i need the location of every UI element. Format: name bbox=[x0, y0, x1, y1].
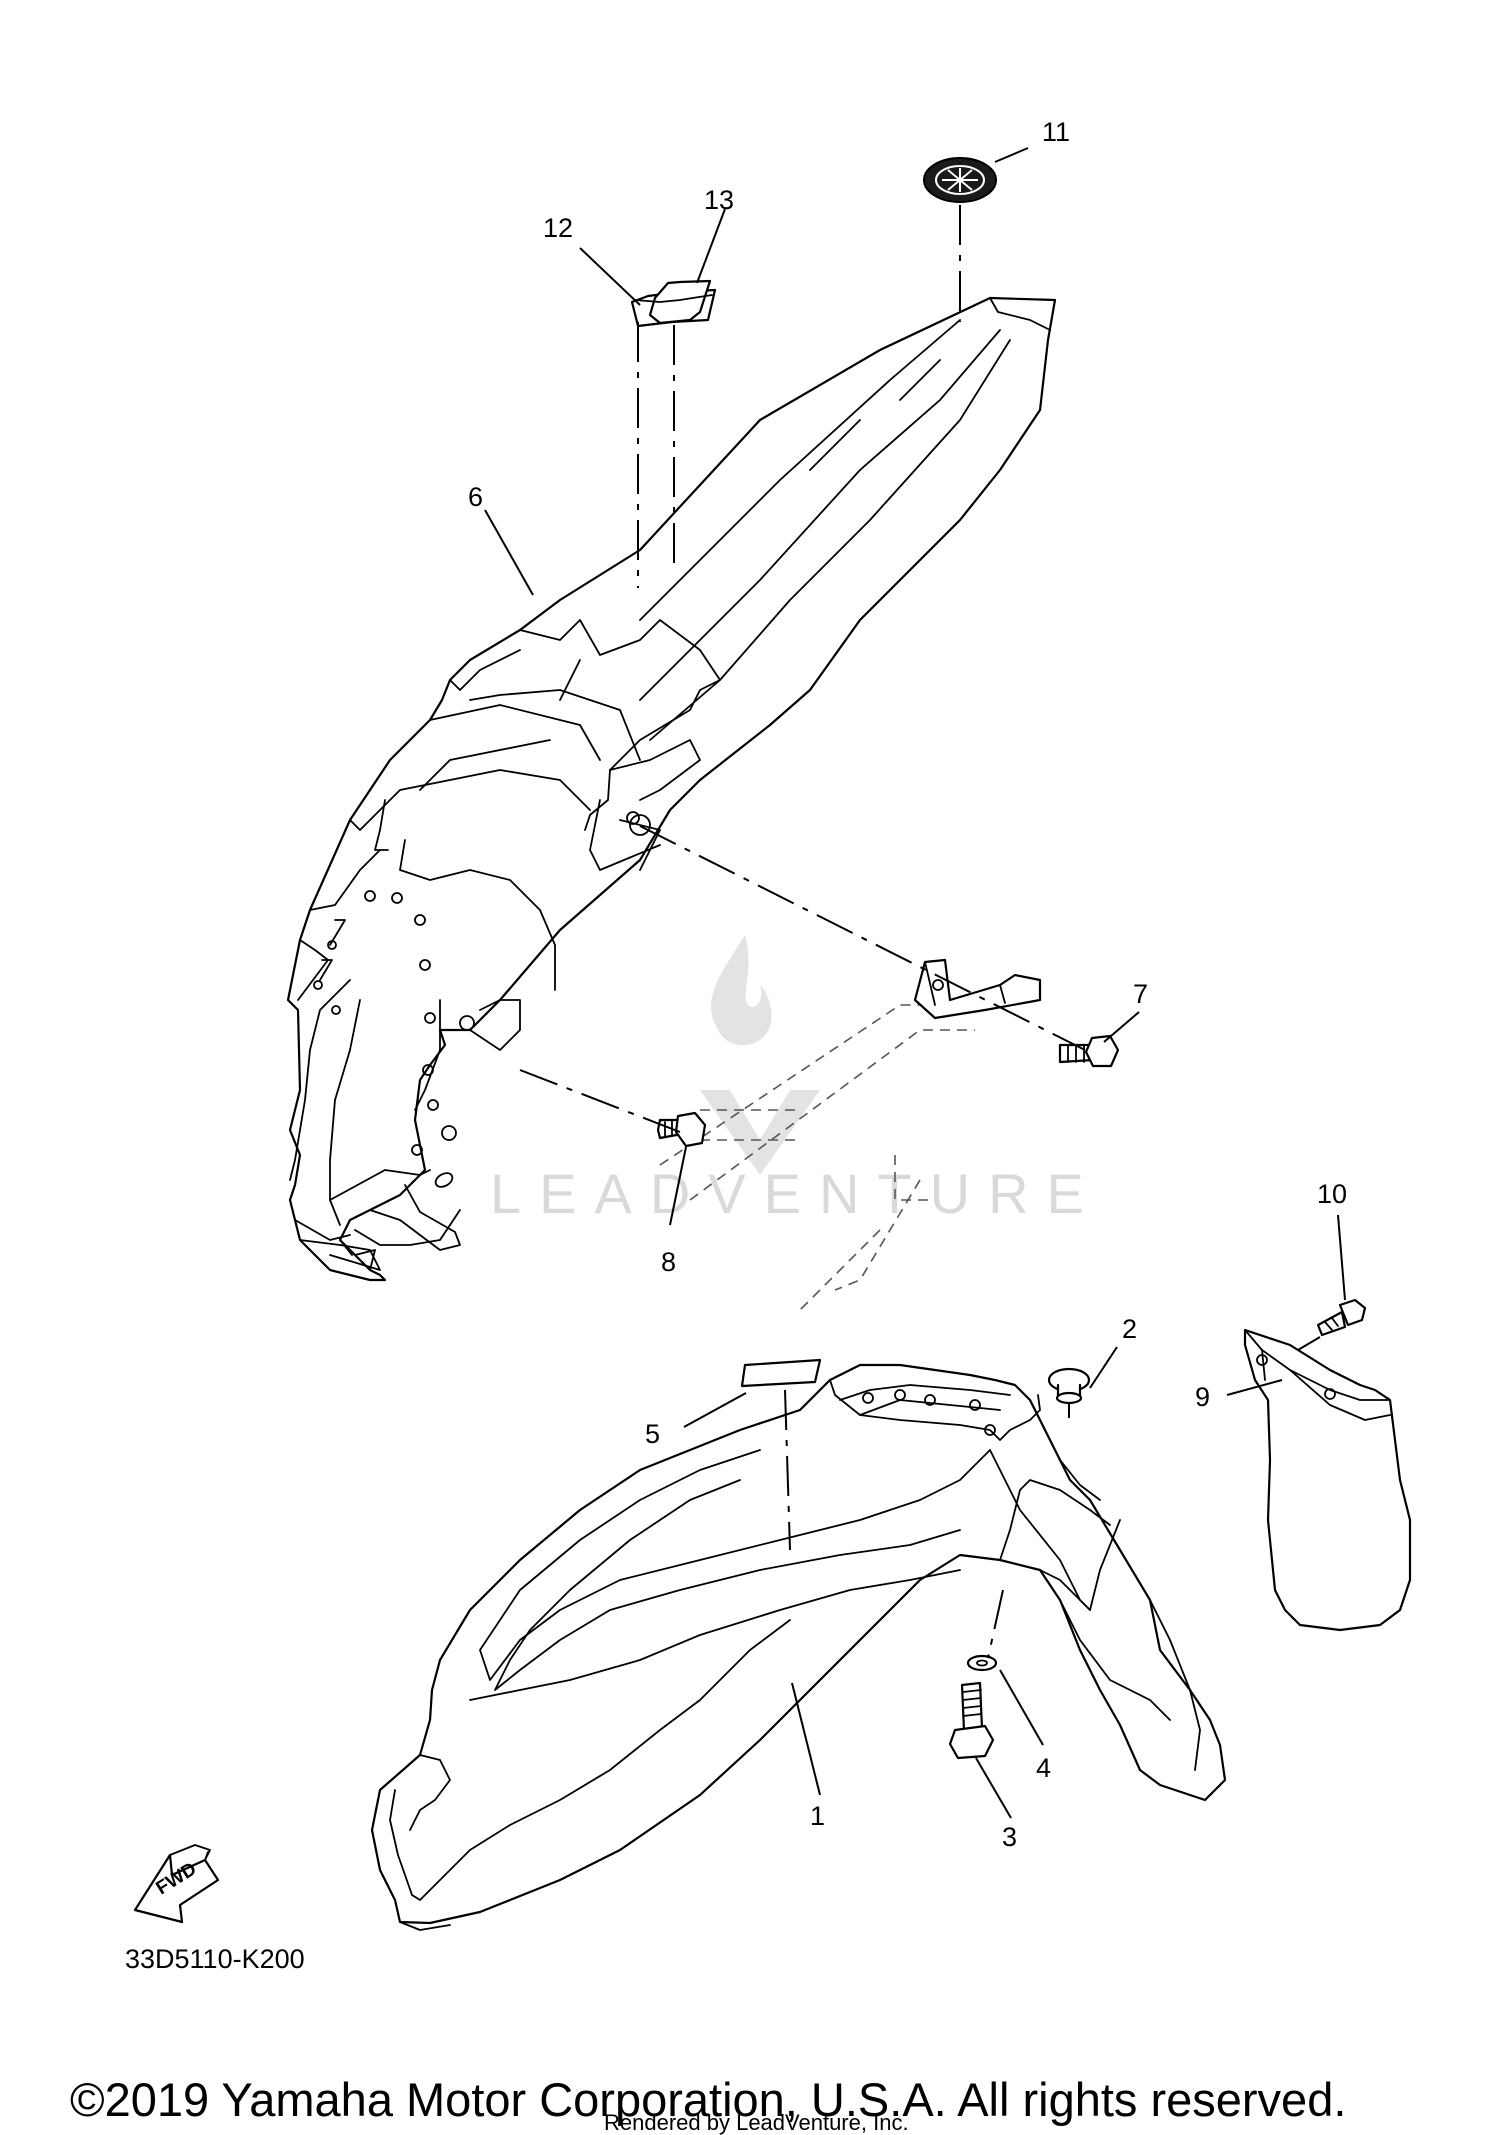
bolt-7 bbox=[1058, 1034, 1120, 1068]
leader-lines bbox=[484, 147, 1346, 1819]
label-1: 1 bbox=[810, 1801, 825, 1831]
bolt-8 bbox=[656, 1111, 707, 1148]
frame-bracket bbox=[913, 958, 1042, 1020]
rear-decals bbox=[630, 279, 717, 328]
label-5: 5 bbox=[645, 1419, 660, 1449]
label-2: 2 bbox=[1122, 1314, 1137, 1344]
frame-reference bbox=[659, 1004, 975, 1311]
label-11: 11 bbox=[1042, 117, 1070, 147]
assembly-lines bbox=[519, 205, 1321, 1659]
label-13: 13 bbox=[704, 185, 734, 215]
screw-10 bbox=[1316, 1298, 1367, 1337]
yamaha-emblem bbox=[923, 157, 997, 203]
copyright-notice: ©2019 Yamaha Motor Corporation, U.S.A. A… bbox=[70, 2073, 1346, 2126]
watermark: LEADVENTURE bbox=[490, 935, 1102, 1225]
diagram-code: 33D5110-K200 bbox=[125, 1944, 305, 1974]
label-4: 4 bbox=[1036, 1753, 1051, 1783]
washer-4 bbox=[966, 1654, 998, 1672]
rendered-by-credit: Rendered by LeadVenture, Inc. bbox=[604, 2110, 909, 2135]
fwd-arrow: FWD bbox=[133, 1844, 220, 1924]
label-10: 10 bbox=[1317, 1179, 1347, 1209]
label-12: 12 bbox=[543, 213, 573, 243]
fork-guard bbox=[1243, 1328, 1412, 1632]
front-fender bbox=[370, 1363, 1227, 1931]
bolt-3 bbox=[948, 1681, 995, 1760]
grommet-2 bbox=[1047, 1367, 1091, 1405]
label-7: 7 bbox=[1133, 979, 1148, 1009]
part-number-labels: 11 13 12 6 7 8 10 2 5 9 1 4 3 bbox=[468, 117, 1347, 1852]
watermark-text: LEADVENTURE bbox=[490, 1162, 1102, 1225]
label-6: 6 bbox=[468, 482, 483, 512]
label-3: 3 bbox=[1002, 1822, 1017, 1852]
front-decal bbox=[740, 1358, 822, 1388]
label-9: 9 bbox=[1195, 1382, 1210, 1412]
label-8: 8 bbox=[661, 1247, 676, 1277]
rear-fender bbox=[286, 296, 1057, 1282]
